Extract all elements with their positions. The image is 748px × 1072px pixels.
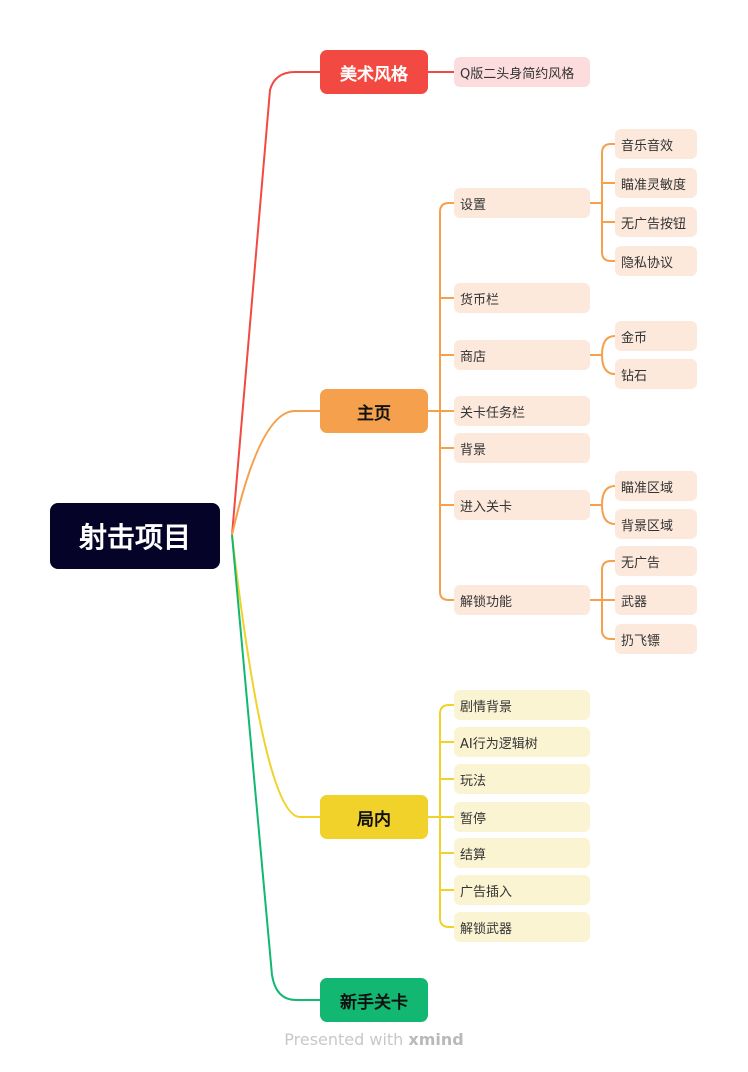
ingame-item[interactable]: 暂停 [454, 802, 590, 832]
home-level-task[interactable]: 关卡任务栏 [454, 396, 590, 426]
home-settings[interactable]: 设置 [454, 188, 590, 218]
footer-credit: Presented with xmind [0, 1030, 748, 1049]
unlock-item[interactable]: 武器 [615, 585, 697, 615]
connector-home-trunk [428, 212, 441, 592]
settings-item[interactable]: 音乐音效 [615, 129, 697, 159]
home-unlock[interactable]: 解锁功能 [454, 585, 590, 615]
ingame-item[interactable]: 剧情背景 [454, 690, 590, 720]
footer-brand: xmind [408, 1030, 464, 1049]
settings-item[interactable]: 瞄准灵敏度 [615, 168, 697, 198]
unlock-item[interactable]: 无广告 [615, 546, 697, 576]
settings-item[interactable]: 隐私协议 [615, 246, 697, 276]
home-background[interactable]: 背景 [454, 433, 590, 463]
connector-root-tutorial [231, 534, 320, 1001]
shop-item[interactable]: 钻石 [615, 359, 697, 389]
footer-prefix: Presented with [284, 1030, 404, 1049]
ingame-item[interactable]: 广告插入 [454, 875, 590, 905]
home-enter-level[interactable]: 进入关卡 [454, 490, 590, 520]
unlock-item[interactable]: 扔飞镖 [615, 624, 697, 654]
home-shop[interactable]: 商店 [454, 340, 590, 370]
art-style-item[interactable]: Q版二头身简约风格 [454, 57, 590, 87]
branch-ingame[interactable]: 局内 [320, 795, 428, 839]
branch-art-style[interactable]: 美术风格 [320, 50, 428, 94]
ingame-item[interactable]: 玩法 [454, 764, 590, 794]
branch-home[interactable]: 主页 [320, 389, 428, 433]
home-currency[interactable]: 货币栏 [454, 283, 590, 313]
connector-ingame-trunk [428, 714, 441, 918]
branch-tutorial[interactable]: 新手关卡 [320, 978, 428, 1022]
ingame-item[interactable]: AI行为逻辑树 [454, 727, 590, 757]
root-node[interactable]: 射击项目 [50, 503, 220, 569]
enter-level-item[interactable]: 瞄准区域 [615, 471, 697, 501]
connector-root-art [231, 71, 320, 536]
connector-root-ingame [231, 534, 320, 818]
ingame-item[interactable]: 解锁武器 [454, 912, 590, 942]
connector-root-home [231, 410, 320, 536]
ingame-item[interactable]: 结算 [454, 838, 590, 868]
enter-level-item[interactable]: 背景区域 [615, 509, 697, 539]
shop-item[interactable]: 金币 [615, 321, 697, 351]
settings-item[interactable]: 无广告按钮 [615, 207, 697, 237]
